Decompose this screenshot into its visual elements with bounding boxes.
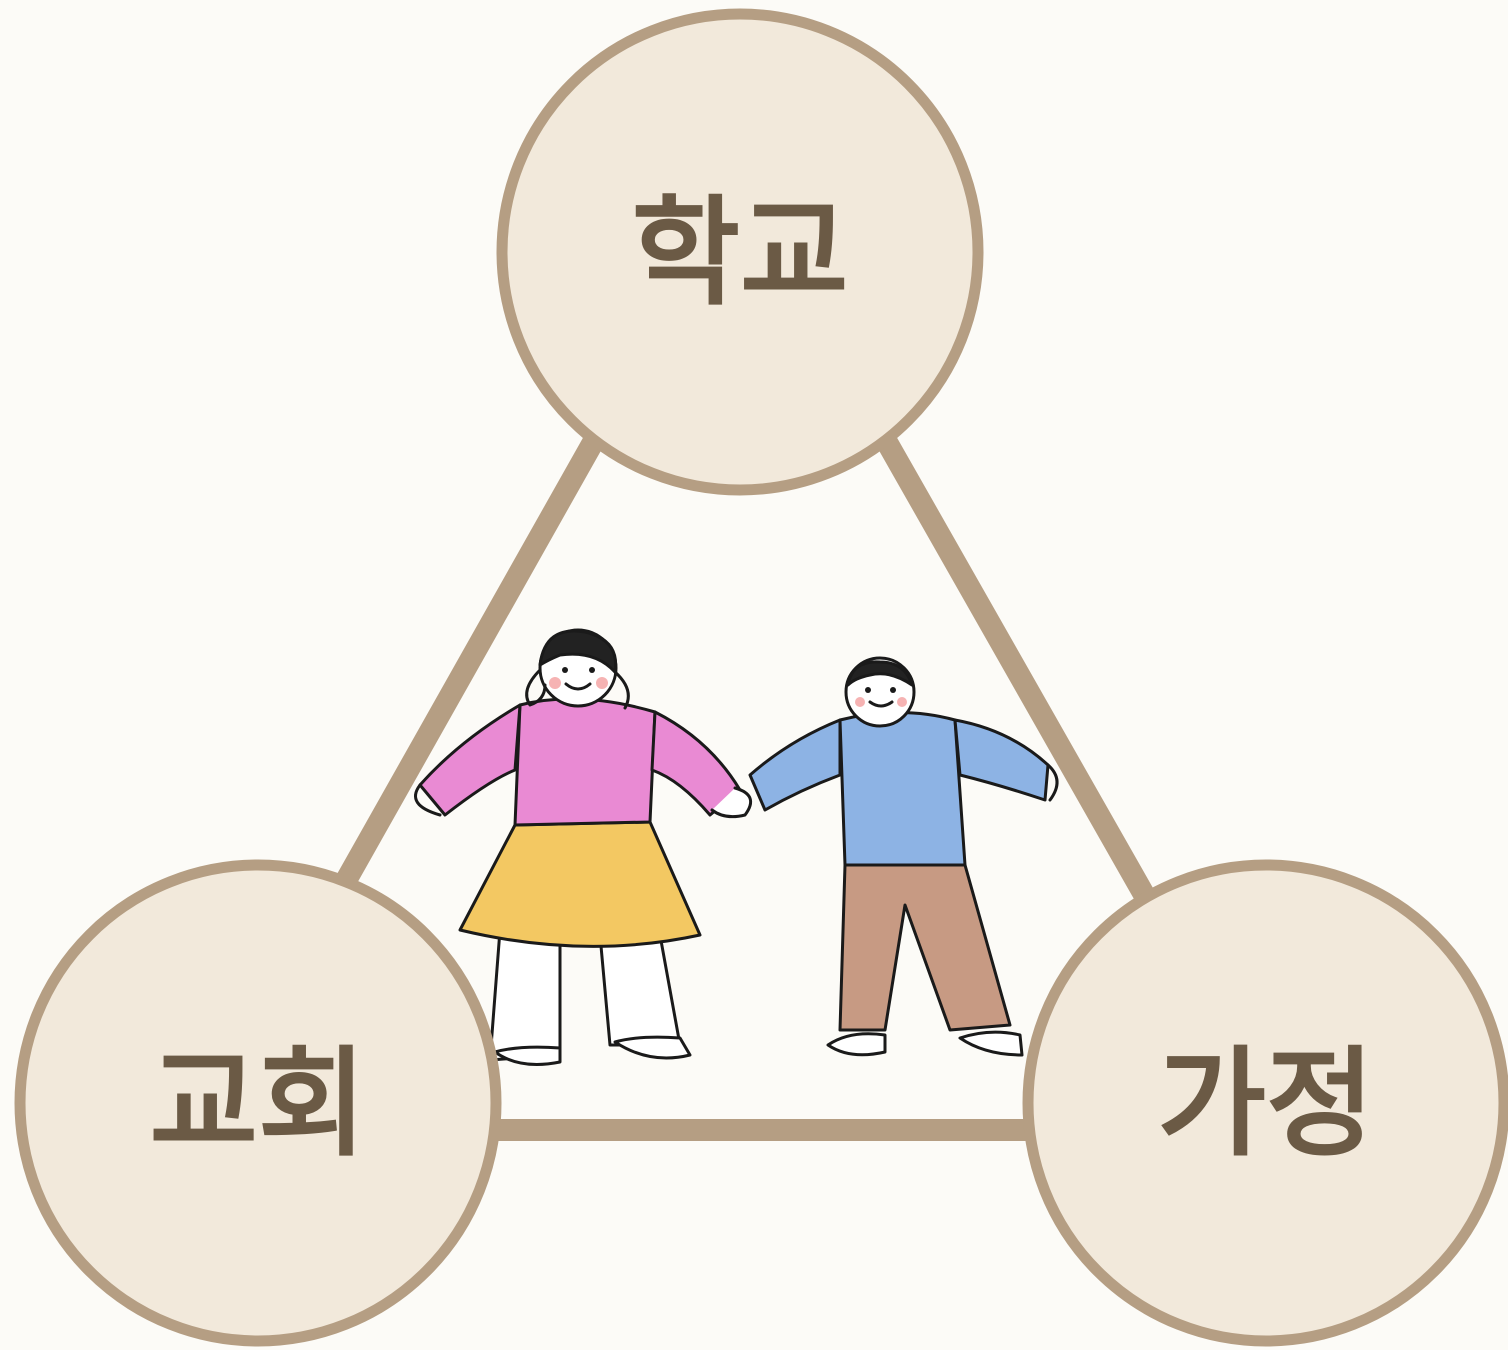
edge-school-church (324, 419, 611, 911)
girl-figure (414, 628, 753, 1066)
node-home: 가정 (1022, 859, 1508, 1347)
node-home-label: 가정 (1157, 1034, 1374, 1173)
node-church-label: 교회 (149, 1034, 366, 1173)
edge-school-home (869, 419, 1161, 916)
node-church: 교회 (14, 859, 502, 1347)
boy-figure (748, 656, 1059, 1057)
two-children-illustration (414, 628, 1059, 1066)
node-church-circle (14, 859, 502, 1347)
node-school: 학교 (496, 8, 984, 496)
connector-lines (324, 419, 1161, 1141)
node-home-circle (1022, 859, 1508, 1347)
node-school-circle (496, 8, 984, 496)
node-school-label: 학교 (631, 183, 848, 322)
